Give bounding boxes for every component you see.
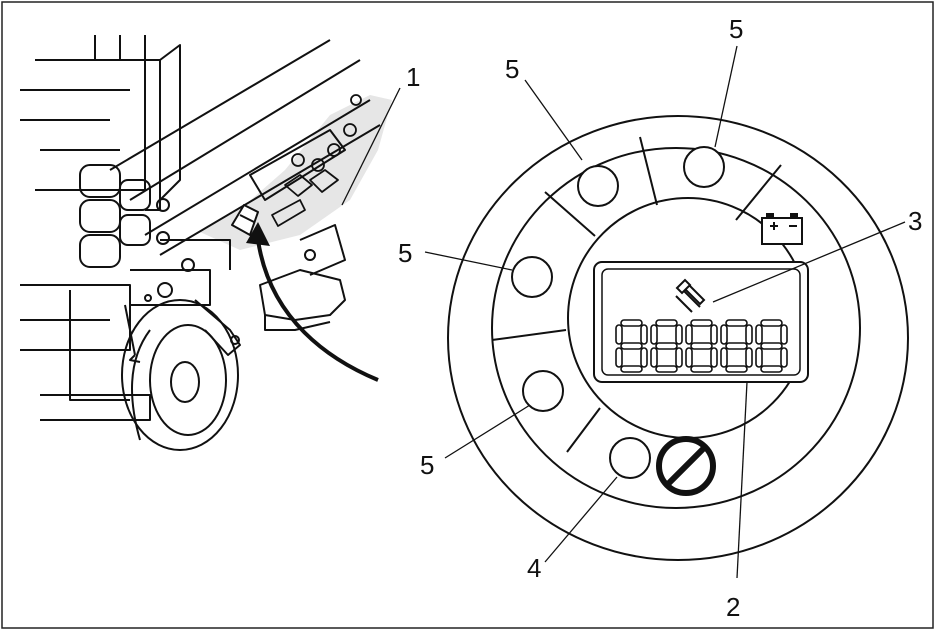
segment-c: [745, 347, 753, 368]
segment-f: [650, 324, 658, 345]
segment-c: [640, 347, 648, 368]
segment-d: [655, 365, 678, 373]
seven-segment-digit: [755, 319, 788, 373]
segment-b: [710, 324, 718, 345]
segment-g: [690, 342, 713, 350]
seven-segment-readout: [615, 319, 788, 373]
segment-a: [620, 319, 643, 327]
segment-f: [755, 324, 763, 345]
seven-segment-digit: [720, 319, 753, 373]
curved-arrow-icon: [246, 222, 379, 382]
segment-b: [745, 324, 753, 345]
leader-lines: [424, 45, 906, 579]
segment-e: [755, 347, 763, 368]
segment-d: [760, 365, 783, 373]
callout-2: 2: [726, 592, 740, 622]
segment-b: [675, 324, 683, 345]
lcd-display: 88888: [593, 261, 809, 383]
segment-a: [760, 319, 783, 327]
battery-icon: [761, 213, 803, 245]
function-button-lower-left[interactable]: [522, 370, 564, 412]
segment-c: [780, 347, 788, 368]
segment-a: [655, 319, 678, 327]
machine-illustration: [20, 35, 392, 451]
callout-5-top-left: 5: [505, 54, 519, 84]
segment-e: [615, 347, 623, 368]
segment-f: [615, 324, 623, 345]
callout-1: 1: [406, 62, 420, 92]
callout-5-lower-left: 5: [420, 450, 434, 480]
function-button-left[interactable]: [511, 256, 553, 298]
callout-5-left: 5: [398, 238, 412, 268]
segment-a: [725, 319, 748, 327]
callout-5-top-right: 5: [729, 14, 743, 44]
segment-g: [655, 342, 678, 350]
segment-g: [760, 342, 783, 350]
function-button-top-right[interactable]: [683, 146, 725, 188]
segment-d: [725, 365, 748, 373]
segment-e: [720, 347, 728, 368]
segment-a: [690, 319, 713, 327]
callout-4: 4: [527, 553, 541, 583]
callout-3: 3: [908, 206, 922, 236]
segment-e: [650, 347, 658, 368]
segment-g: [620, 342, 643, 350]
segment-f: [720, 324, 728, 345]
seven-segment-digit: [650, 319, 683, 373]
seven-segment-digit: [615, 319, 648, 373]
stop-button[interactable]: [609, 437, 651, 479]
control-panel: 88888: [447, 115, 909, 561]
leader-1: [341, 87, 401, 206]
segment-g: [725, 342, 748, 350]
segment-c: [710, 347, 718, 368]
segment-d: [690, 365, 713, 373]
seven-segment-digit: [685, 319, 718, 373]
hammer-wrench-icon: [675, 278, 706, 313]
segment-f: [685, 324, 693, 345]
segment-b: [640, 324, 648, 345]
no-entry-icon: [656, 436, 716, 496]
function-button-top-left[interactable]: [577, 165, 619, 207]
segment-e: [685, 347, 693, 368]
segment-b: [780, 324, 788, 345]
segment-c: [675, 347, 683, 368]
segment-d: [620, 365, 643, 373]
